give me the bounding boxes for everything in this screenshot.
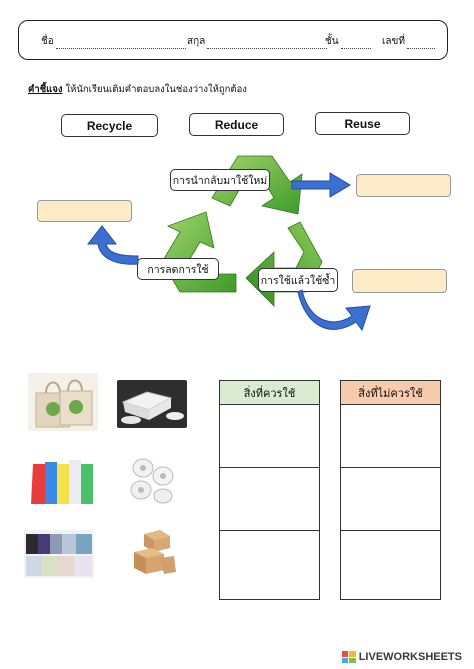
surname-label: สกุล <box>187 36 206 47</box>
should-not-use-slot-2[interactable] <box>341 468 440 531</box>
cycle-label-reduce: การลดการใช้ <box>137 258 219 280</box>
curved-arrow-up-icon <box>86 225 139 265</box>
should-use-table: สิ่งที่ควรใช้ <box>219 380 320 600</box>
foam-food-boxes-image[interactable] <box>117 380 187 428</box>
instruction-prefix: คำชี้แจง <box>28 84 63 95</box>
class-field: ชั้น <box>325 34 371 49</box>
answer-box-left[interactable] <box>37 200 132 222</box>
class-label: ชั้น <box>325 36 339 47</box>
plastic-bags-image[interactable] <box>29 452 95 506</box>
name-field: ชื่อ <box>41 34 186 49</box>
folded-towels-image[interactable] <box>24 530 94 578</box>
word-reduce[interactable]: Reduce <box>189 113 284 136</box>
student-info-box: ชื่อ สกุล ชั้น เลขที่ <box>18 20 448 60</box>
should-not-use-slot-3[interactable] <box>341 531 440 597</box>
liveworksheets-logo-icon <box>341 651 356 663</box>
cardboard-boxes-image[interactable] <box>130 528 178 578</box>
answer-box-bottom-right[interactable] <box>352 269 447 293</box>
liveworksheets-footer: LIVEWORKSHEETS <box>341 651 462 663</box>
should-use-header: สิ่งที่ควรใช้ <box>220 381 319 405</box>
should-use-slot-1[interactable] <box>220 405 319 468</box>
name-label: ชื่อ <box>41 36 54 47</box>
answer-box-top-right[interactable] <box>356 174 451 197</box>
instruction: คำชี้แจง ให้นักเรียนเติมคำตอบลงในช่องว่า… <box>28 82 247 97</box>
should-use-slot-3[interactable] <box>220 531 319 597</box>
footer-brand: LIVEWORKSHEETS <box>358 651 462 663</box>
number-label: เลขที่ <box>382 36 405 47</box>
number-blank[interactable] <box>406 38 435 49</box>
arrow-right-icon <box>291 172 351 198</box>
surname-field: สกุล <box>187 34 328 49</box>
should-not-use-table: สิ่งที่ไม่ควรใช้ <box>340 380 441 600</box>
should-not-use-slot-1[interactable] <box>341 405 440 468</box>
tissue-paper-rolls-image[interactable] <box>127 454 179 504</box>
instruction-text: ให้นักเรียนเติมคำตอบลงในช่องว่างให้ถูกต้… <box>65 84 247 95</box>
name-blank[interactable] <box>55 38 186 49</box>
word-recycle[interactable]: Recycle <box>61 114 158 137</box>
cycle-label-recycle: การนำกลับมาใช้ใหม่ <box>170 169 270 191</box>
number-field: เลขที่ <box>382 34 435 49</box>
cycle-label-reuse: การใช้แล้วใช้ซ้ำ <box>258 268 338 292</box>
word-reuse[interactable]: Reuse <box>315 112 410 135</box>
surname-blank[interactable] <box>207 38 328 49</box>
class-blank[interactable] <box>340 38 371 49</box>
curved-arrow-down-icon <box>297 289 371 332</box>
cloth-tote-bags-image[interactable] <box>28 373 98 431</box>
should-use-slot-2[interactable] <box>220 468 319 531</box>
should-not-use-header: สิ่งที่ไม่ควรใช้ <box>341 381 440 405</box>
